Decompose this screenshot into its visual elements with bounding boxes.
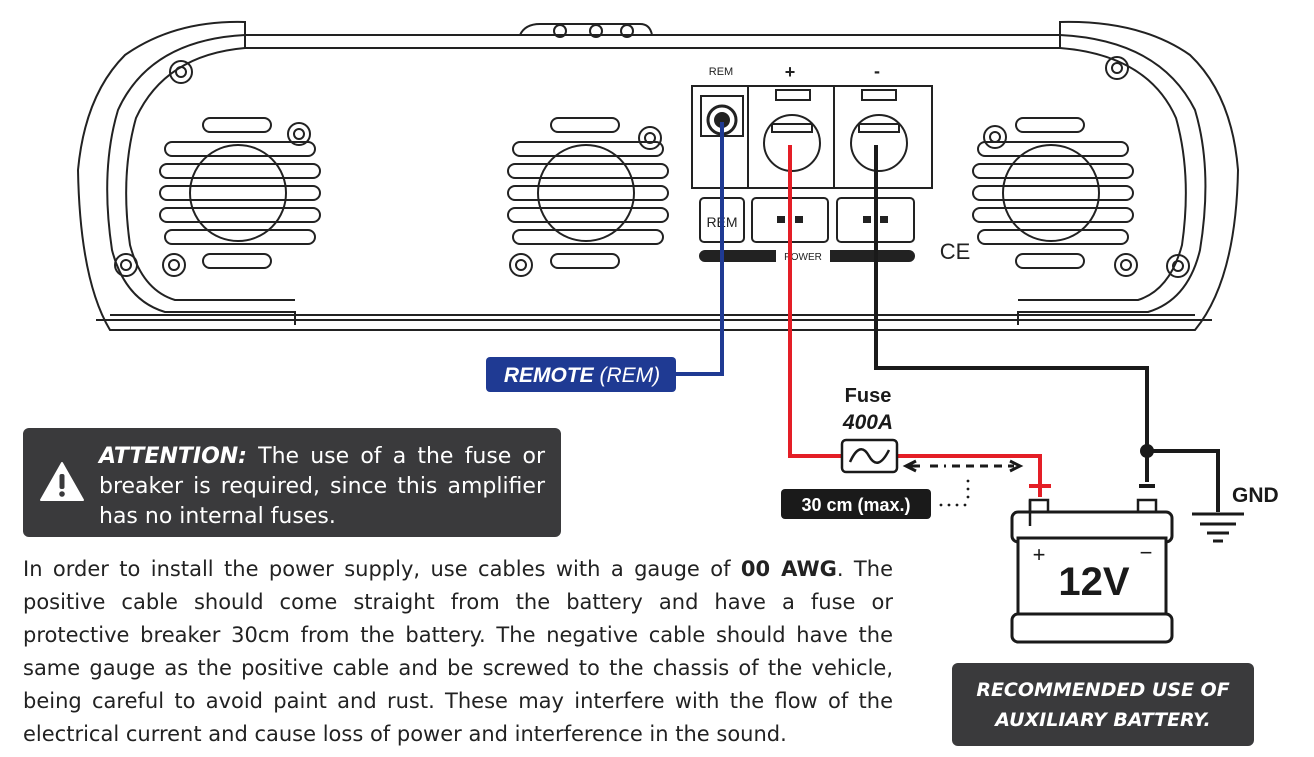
- distance-dots: [939, 479, 970, 507]
- attention-body: The use of a the fuse or breaker is requ…: [99, 444, 545, 529]
- positive-wire-battery: [897, 454, 1042, 478]
- battery-icon: [1010, 498, 1174, 644]
- ground-junction: [1140, 444, 1154, 458]
- fuse-icon: [840, 438, 899, 474]
- positive-terminal-label: +: [785, 62, 796, 82]
- distance-label: 30 cm (max.): [801, 495, 910, 515]
- fuse-title: Fuse: [845, 385, 892, 407]
- distance-badge: [781, 489, 931, 519]
- amplifier-outline: [76, 20, 1240, 331]
- attention-box: ATTENTION: The use of a the fuse or brea…: [23, 428, 561, 537]
- power-label: POWER: [784, 252, 822, 263]
- negative-wire: [874, 145, 1149, 482]
- battery-positive-marker: [1029, 475, 1051, 497]
- attention-text: ATTENTION: The use of a the fuse or brea…: [99, 442, 545, 532]
- remote-label-normal: (REM): [600, 364, 661, 387]
- recommended-box: RECOMMENDED USE OF AUXILIARY BATTERY.: [952, 663, 1254, 746]
- rem-terminal-label: REM: [709, 66, 733, 78]
- distance-arrow: [902, 459, 1024, 473]
- left-fan-grille: [159, 117, 321, 277]
- instructions-before: In order to install the power supply, us…: [23, 557, 741, 581]
- instructions-after: . The positive cable should come straigh…: [23, 557, 893, 746]
- attention-heading: ATTENTION:: [99, 444, 247, 469]
- remote-wire: [672, 122, 724, 376]
- battery-plus-label: +: [1033, 542, 1046, 567]
- positive-wire-amp: [788, 145, 842, 458]
- instructions-bold: 00 AWG: [740, 557, 837, 581]
- ground-icon: [1192, 512, 1244, 543]
- negative-terminal-label: -: [874, 61, 880, 81]
- ground-label: GND: [1232, 484, 1279, 507]
- warning-icon: [40, 462, 84, 501]
- recommended-line2: AUXILIARY BATTERY.: [995, 708, 1211, 731]
- amplifier: [76, 20, 1240, 331]
- remote-label: REMOTE (REM): [504, 364, 660, 387]
- middle-fan-grille: [507, 117, 669, 277]
- fuse-rating: 400A: [842, 411, 893, 434]
- ce-mark: CE: [940, 239, 971, 264]
- ground-wire: [1147, 449, 1220, 512]
- remote-label-box: [486, 357, 676, 392]
- recommended-line1: RECOMMENDED USE OF: [976, 678, 1230, 701]
- remote-label-bold: REMOTE: [504, 364, 595, 387]
- battery-minus-label: −: [1140, 540, 1153, 565]
- instructions-paragraph: In order to install the power supply, us…: [23, 553, 893, 751]
- right-fan-grille: [972, 117, 1138, 277]
- terminal-block: [691, 85, 933, 263]
- battery-voltage-label: 12V: [1058, 560, 1129, 604]
